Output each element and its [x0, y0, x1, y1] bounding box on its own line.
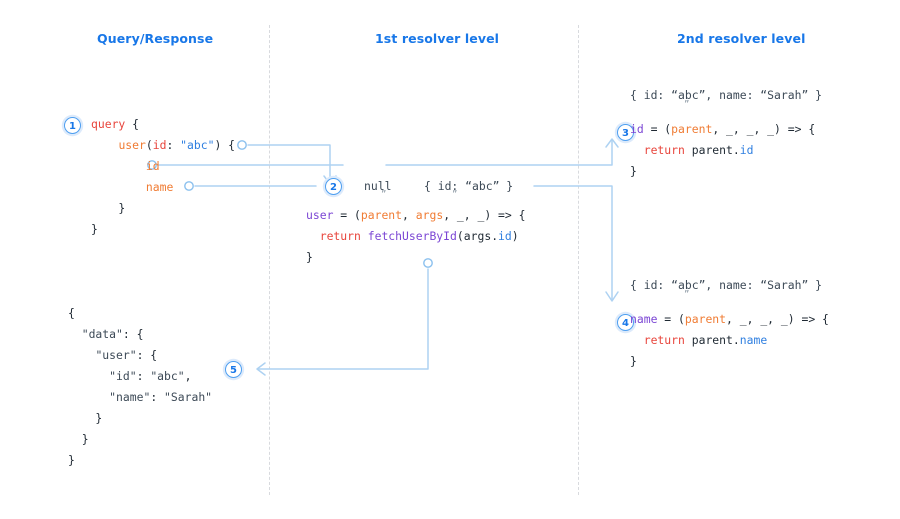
code-token — [361, 229, 368, 243]
user-resolver-block: user = (parent, args, _, _) => { return … — [306, 205, 525, 268]
code-token: { — [68, 306, 75, 320]
code-token: user — [306, 208, 334, 222]
code-token: , _, _) => { — [443, 208, 526, 222]
graphql-query-block: query { user(id: "abc") { id name } } — [91, 114, 235, 240]
code-token: , — [402, 208, 416, 222]
code-token: } — [91, 222, 98, 236]
code-token: "user" — [95, 348, 137, 362]
code-token: : — [136, 369, 151, 383]
code-token — [91, 138, 118, 152]
code-token: } — [306, 250, 313, 264]
ditto-mark-parent-name: ” — [684, 290, 690, 300]
code-token: ( — [145, 138, 153, 152]
code-token: = ( — [643, 122, 672, 136]
value-parent-null: null — [364, 179, 392, 193]
code-token: } — [630, 164, 637, 178]
code-token: return — [643, 143, 685, 157]
code-token: parent — [360, 208, 403, 222]
code-token: id — [739, 143, 754, 157]
code-token: return — [319, 229, 361, 243]
json-response-block: { "data": { "user": { "id": "abc", "name… — [68, 303, 212, 471]
code-token: name — [630, 312, 658, 326]
code-token: . — [732, 333, 740, 347]
code-token: user — [118, 138, 146, 152]
step-badge-2: 2 — [325, 178, 342, 195]
name-resolver-block: name = (parent, _, _, _) => { return par… — [630, 309, 829, 372]
code-token: "data" — [81, 327, 123, 341]
code-token: : { — [136, 348, 158, 362]
ditto-mark-args: ” — [452, 190, 458, 200]
column-header-query-response: Query/Response — [97, 31, 214, 46]
code-token: id — [630, 122, 644, 136]
code-token: id — [145, 159, 160, 173]
step-badge-3: 3 — [617, 124, 634, 141]
code-token: ( — [456, 229, 464, 243]
code-token: , — [184, 369, 192, 383]
step-badge-5: 5 — [225, 361, 242, 378]
code-token: args — [463, 229, 492, 243]
code-token: "Sarah" — [164, 390, 213, 404]
code-token: id — [152, 138, 167, 152]
value-args-object: { id: “abc” } — [424, 179, 514, 193]
code-token: name — [145, 180, 174, 194]
column-header-second-resolver: 2nd resolver level — [677, 31, 806, 46]
ditto-mark-parent-id: ” — [684, 100, 690, 110]
code-token — [306, 229, 320, 243]
code-token: : — [150, 390, 165, 404]
code-token: } — [68, 432, 89, 446]
code-token: parent — [691, 333, 733, 347]
code-token: : { — [122, 327, 144, 341]
code-token — [68, 390, 109, 404]
code-token: , _, _, _) => { — [726, 312, 829, 326]
code-token — [630, 333, 644, 347]
step-badge-4: 4 — [617, 314, 634, 331]
code-token: } — [68, 453, 75, 467]
code-token: } — [68, 411, 103, 425]
value-parent-for-id: { id: “abc”, name: “Sarah” } — [630, 88, 823, 102]
code-token: return — [643, 333, 685, 347]
code-token — [630, 143, 644, 157]
id-resolver-block: id = (parent, _, _, _) => { return paren… — [630, 119, 815, 182]
code-token: "name" — [109, 390, 151, 404]
code-token: id — [498, 229, 512, 243]
code-token: } — [630, 354, 637, 368]
code-token: : — [166, 138, 181, 152]
column-header-first-resolver: 1st resolver level — [375, 31, 500, 46]
code-token — [91, 180, 146, 194]
code-token: , _, _, _) => { — [712, 122, 816, 136]
code-token: = ( — [657, 312, 685, 326]
code-token: } — [91, 201, 126, 215]
code-token: . — [732, 143, 740, 157]
code-token: "id" — [109, 369, 137, 383]
value-parent-for-name: { id: “abc”, name: “Sarah” } — [630, 278, 823, 292]
code-token — [91, 159, 146, 173]
code-token — [68, 327, 82, 341]
code-token — [685, 143, 692, 157]
code-token: parent — [684, 312, 727, 326]
code-token — [68, 369, 109, 383]
code-token: "abc" — [180, 138, 215, 152]
code-token: parent — [671, 122, 713, 136]
code-token — [685, 333, 692, 347]
column-divider-1 — [269, 25, 270, 495]
code-token: ) — [511, 229, 519, 243]
ditto-mark-parent: ” — [381, 190, 387, 200]
column-divider-2 — [578, 25, 579, 495]
code-token: { — [125, 117, 140, 131]
code-token: "abc" — [150, 369, 185, 383]
code-token: = ( — [333, 208, 361, 222]
code-token: parent — [691, 143, 733, 157]
code-token: name — [739, 333, 768, 347]
code-token — [68, 348, 95, 362]
code-token: fetchUserById — [367, 229, 457, 243]
code-token: args — [415, 208, 444, 222]
code-token: query — [91, 117, 126, 131]
step-badge-1: 1 — [64, 117, 81, 134]
code-token: . — [491, 229, 499, 243]
code-token: ) { — [214, 138, 236, 152]
